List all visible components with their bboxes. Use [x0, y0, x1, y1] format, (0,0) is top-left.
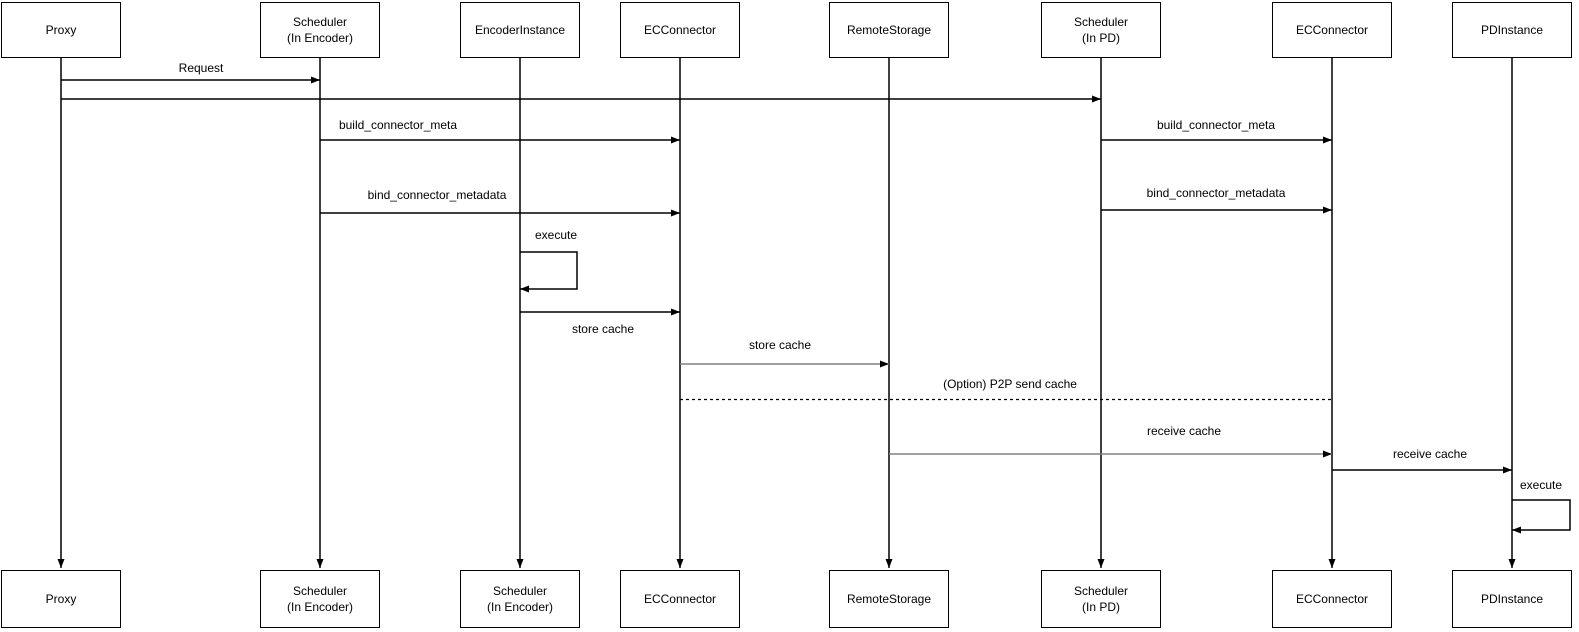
label-request: Request: [178, 61, 224, 75]
participant-bottom-remote-storage: RemoteStorage: [829, 570, 949, 628]
label-build-connector-meta-left: build_connector_meta: [338, 118, 458, 132]
arrow-execute-pd-self-loop: [1512, 499, 1571, 534]
participant-top-ec-connector: ECConnector: [620, 2, 740, 58]
participant-bottom-scheduler-pd: Scheduler (In PD): [1041, 570, 1161, 628]
participant-bottom-proxy: Proxy: [1, 570, 121, 628]
label-receive-cache-1: receive cache: [1146, 424, 1222, 438]
label-bind-connector-metadata-left: bind_connector_metadata: [367, 188, 507, 202]
label-build-connector-meta-right: build_connector_meta: [1156, 118, 1276, 132]
participant-bottom-pd-instance: PDInstance: [1452, 570, 1572, 628]
label-execute-encoder: execute: [534, 228, 578, 242]
participant-top-encoder-instance: EncoderInstance: [460, 2, 580, 58]
participant-top-proxy: Proxy: [1, 2, 121, 58]
participant-top-remote-storage: RemoteStorage: [829, 2, 949, 58]
participant-top-scheduler-encoder: Scheduler (In Encoder): [260, 2, 380, 58]
participant-top-ec-connector-2: ECConnector: [1272, 2, 1392, 58]
participant-top-pd-instance: PDInstance: [1452, 2, 1572, 58]
label-store-cache-1: store cache: [571, 322, 635, 336]
label-receive-cache-2: receive cache: [1392, 447, 1468, 461]
label-bind-connector-metadata-right: bind_connector_metadata: [1146, 186, 1286, 200]
participant-bottom-ec-connector: ECConnector: [620, 570, 740, 628]
participant-top-scheduler-pd: Scheduler (In PD): [1041, 2, 1161, 58]
participant-bottom-encoder-instance: Scheduler (In Encoder): [460, 570, 580, 628]
label-execute-pd: execute: [1519, 478, 1563, 492]
participant-bottom-ec-connector-2: ECConnector: [1272, 570, 1392, 628]
participant-bottom-scheduler-encoder: Scheduler (In Encoder): [260, 570, 380, 628]
label-store-cache-2: store cache: [748, 338, 812, 352]
label-p2p-send-cache: (Option) P2P send cache: [943, 377, 1077, 391]
arrow-execute-encoder-self-loop: [520, 251, 578, 293]
